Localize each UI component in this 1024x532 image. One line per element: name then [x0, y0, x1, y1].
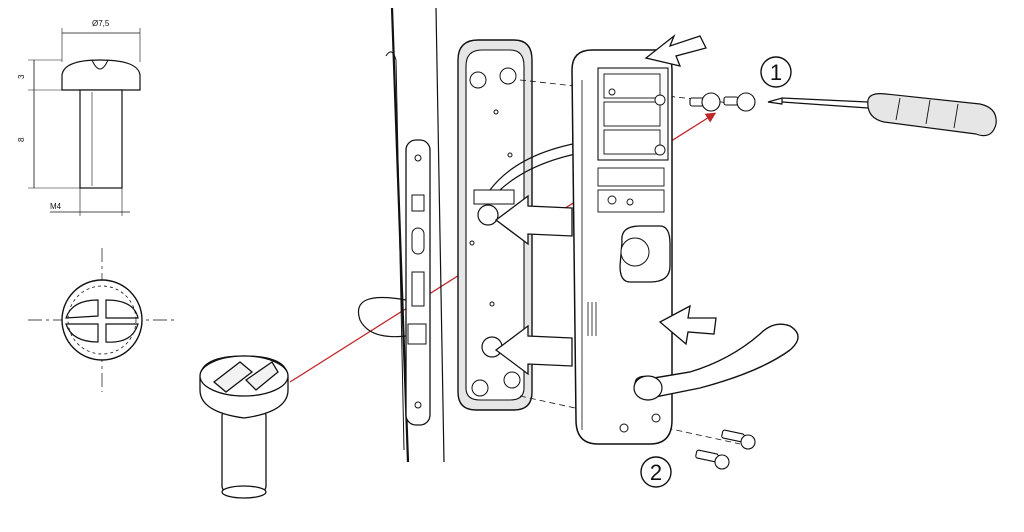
step-1-label: 1 — [770, 60, 782, 85]
dim-shank-length: 8 — [17, 137, 26, 142]
screwdriver-icon — [767, 93, 997, 137]
top-screws — [689, 92, 756, 112]
screw-side-view — [28, 28, 141, 216]
step-2-label: 2 — [650, 460, 662, 485]
screw-top-view — [28, 248, 176, 392]
step-1-badge: 1 — [760, 56, 792, 88]
bottom-screws — [695, 429, 756, 470]
door-edge — [357, 7, 445, 463]
handle-unit — [571, 49, 799, 445]
dim-head-height: 3 — [17, 74, 26, 79]
back-plate — [457, 39, 599, 411]
arrow-icon — [494, 33, 717, 376]
dim-thread: M4 — [50, 202, 62, 211]
screw-detail-icon — [199, 355, 289, 499]
step-2-badge: 2 — [640, 456, 672, 488]
dim-head-diameter: Ø7,5 — [92, 19, 110, 28]
